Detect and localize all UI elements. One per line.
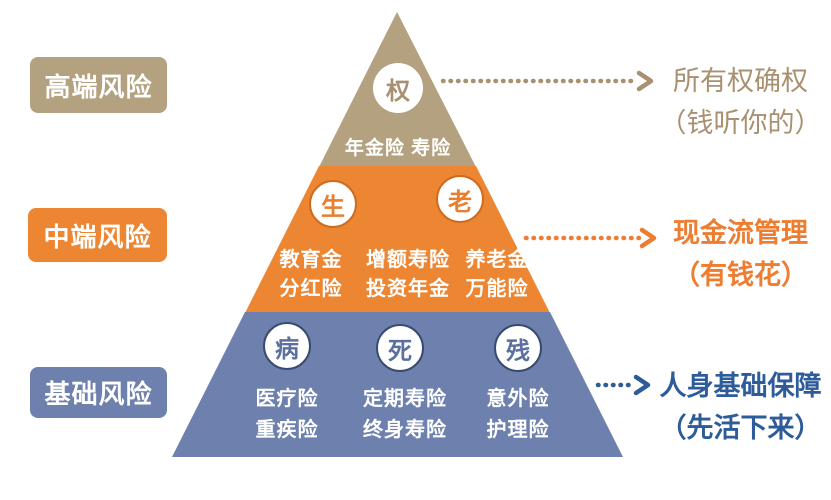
tier-label-basic-risk: 基础风险 xyxy=(30,367,167,418)
product-column: 教育金 分红险 xyxy=(251,246,371,304)
annotation-title: 所有权确权 xyxy=(673,66,808,96)
annotation-title: 现金流管理 xyxy=(673,218,808,248)
product-item: 定期寿险 xyxy=(363,388,447,410)
product-item: 投资年金 xyxy=(366,278,450,300)
product-column: 医疗险 重疾险 xyxy=(227,384,347,446)
top-tier-products: 年金险 寿险 xyxy=(344,138,452,159)
dotted-arrow-icon xyxy=(595,374,651,396)
product-column: 养老金 万能险 xyxy=(437,246,557,304)
annotation-subtitle: （有钱花） xyxy=(673,260,808,290)
product-item: 终身寿险 xyxy=(363,419,447,441)
tier-label-premium-risk: 高端风险 xyxy=(30,57,167,113)
product-item: 教育金 xyxy=(279,249,343,271)
product-item: 分红险 xyxy=(279,278,343,300)
dotted-arrow-icon xyxy=(440,70,654,92)
annotation-title: 人身基础保障 xyxy=(659,371,822,401)
product-item: 护理险 xyxy=(486,419,550,441)
badge-illness: 病 xyxy=(263,322,311,370)
product-column: 增额寿险 投资年金 xyxy=(348,246,468,304)
product-item: 意外险 xyxy=(486,388,550,410)
product-item: 重疾险 xyxy=(255,419,319,441)
product-column: 意外险 护理险 xyxy=(458,384,578,446)
badge-ownership: 权 xyxy=(373,63,423,113)
product-item: 万能险 xyxy=(465,278,529,300)
badge-aging: 老 xyxy=(436,175,484,223)
annotation-cashflow: 现金流管理 （有钱花） xyxy=(648,212,831,296)
tier-label-mid-risk: 中端风险 xyxy=(28,208,167,262)
badge-death: 死 xyxy=(376,324,424,372)
dotted-arrow-icon xyxy=(523,227,657,249)
product-item: 增额寿险 xyxy=(366,249,450,271)
annotation-ownership: 所有权确权 （钱听你的） xyxy=(648,60,831,144)
badge-disability: 残 xyxy=(494,324,542,372)
product-item: 医疗险 xyxy=(255,388,319,410)
product-column: 定期寿险 终身寿险 xyxy=(345,384,465,446)
product-item: 养老金 xyxy=(465,249,529,271)
annotation-subtitle: （先活下来） xyxy=(659,413,822,443)
badge-life: 生 xyxy=(309,180,357,228)
pyramid: 权 生 老 病 死 残 年金险 寿险 教育金 分红险 增额寿险 投资年金 养老金… xyxy=(172,12,624,458)
annotation-subtitle: （钱听你的） xyxy=(659,108,822,138)
annotation-basic-protection: 人身基础保障 （先活下来） xyxy=(648,365,831,449)
